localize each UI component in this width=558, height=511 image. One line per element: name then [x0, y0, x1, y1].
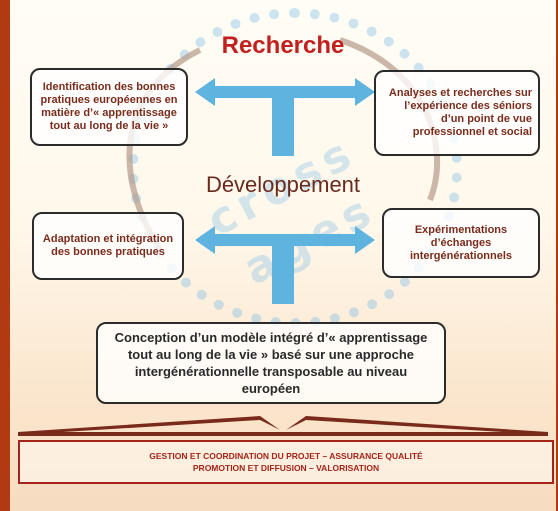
box-identification: Identification des bonnes pratiques euro…: [30, 68, 188, 146]
diagram-canvas: cross ages: [10, 0, 556, 511]
title-developpement: Développement: [205, 172, 361, 197]
box-analyses-text: Analyses et recherches sur l’expérience …: [388, 87, 532, 138]
box-conception-text: Conception d’un modèle intégré d’« appre…: [114, 330, 428, 396]
box-experimentations-text: Expérimentations d’échanges intergénérat…: [409, 223, 513, 262]
bottom-line-1: GESTION ET COORDINATION DU PROJET – ASSU…: [149, 451, 423, 461]
bottom-bracket: [18, 416, 548, 436]
top-cross-arrow: [195, 78, 375, 156]
box-conception: Conception d’un modèle intégré d’« appre…: [96, 322, 446, 404]
bottom-cross-arrow: [195, 226, 375, 304]
title-recherche: Recherche: [221, 32, 345, 59]
box-experimentations: Expérimentations d’échanges intergénérat…: [382, 208, 540, 278]
box-identification-text: Identification des bonnes pratiques euro…: [40, 81, 178, 132]
box-analyses: Analyses et recherches sur l’expérience …: [374, 70, 540, 156]
bottom-line-2: PROMOTION ET DIFFUSION – VALORISATION: [192, 463, 380, 473]
box-adaptation-text: Adaptation et intégration des bonnes pra…: [42, 233, 174, 258]
box-adaptation: Adaptation et intégration des bonnes pra…: [32, 212, 184, 280]
connector-graphics: [18, 37, 548, 436]
bottom-management-box: GESTION ET COORDINATION DU PROJET – ASSU…: [18, 440, 554, 484]
